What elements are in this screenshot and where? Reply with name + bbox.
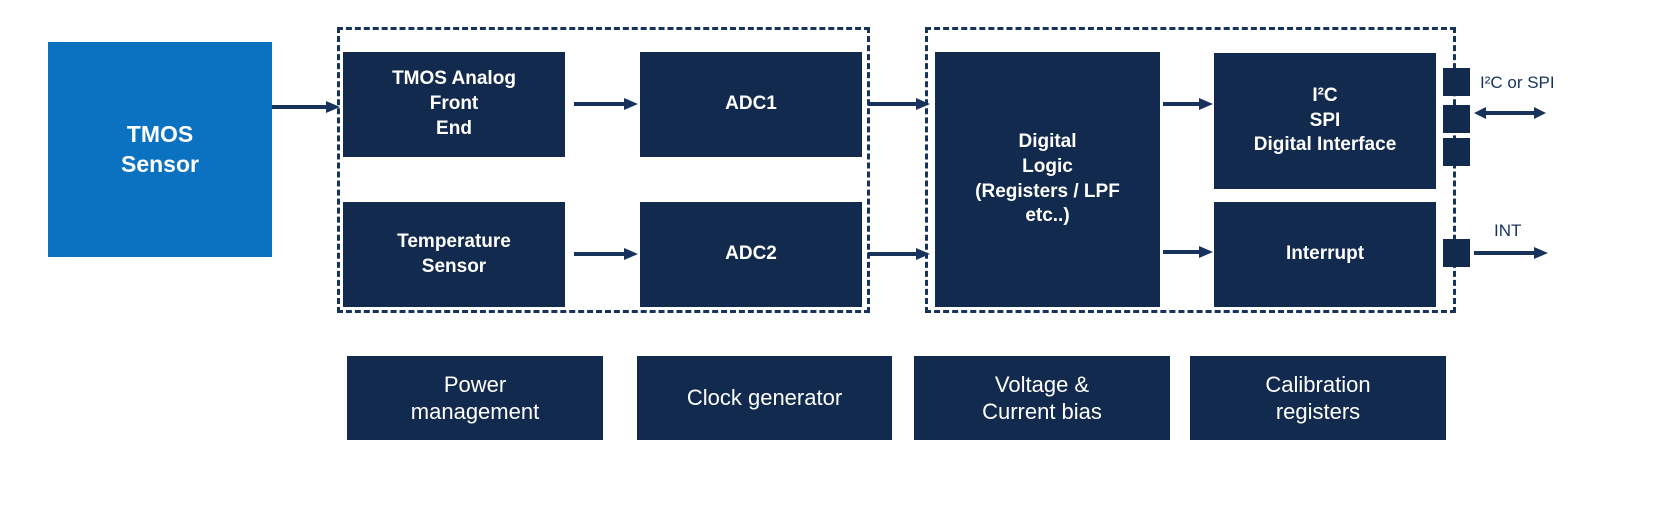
voltage-current-bias-label: Voltage & Current bias bbox=[982, 371, 1102, 425]
adc1-block: ADC1 bbox=[640, 52, 862, 157]
tmos-analog-front-end-label: TMOS Analog Front End bbox=[392, 68, 516, 139]
arrow-right-icon bbox=[1474, 247, 1548, 259]
power-management-block: Power management bbox=[347, 356, 603, 440]
arrow-double-icon bbox=[1474, 107, 1546, 119]
arrow-right-icon bbox=[868, 98, 930, 110]
adc2-label: ADC2 bbox=[725, 243, 777, 265]
temperature-sensor-label: Temperature Sensor bbox=[397, 230, 511, 277]
interrupt-label: Interrupt bbox=[1285, 243, 1365, 265]
arrow-right-icon bbox=[574, 98, 638, 110]
tmos-sensor-block: TMOS Sensor bbox=[48, 42, 272, 257]
clock-generator-block: Clock generator bbox=[637, 356, 892, 440]
digital-logic-block: Digital Logic (Registers / LPF etc..) bbox=[935, 52, 1160, 307]
i2c-spi-pin-icon bbox=[1443, 105, 1470, 133]
tmos-analog-front-end-block: TMOS Analog Front End bbox=[343, 52, 565, 157]
arrow-right-icon bbox=[1163, 246, 1213, 258]
digital-logic-label: Digital Logic (Registers / LPF etc..) bbox=[975, 131, 1120, 227]
voltage-current-bias-block: Voltage & Current bias bbox=[914, 356, 1170, 440]
arrow-right-icon bbox=[272, 101, 340, 113]
digital-interface-block: I²C SPI Digital Interface bbox=[1214, 53, 1436, 189]
interrupt-block: Interrupt bbox=[1214, 202, 1436, 307]
i2c-or-spi-label: I²C or SPI bbox=[1480, 73, 1555, 92]
arrow-right-icon bbox=[574, 248, 638, 260]
digital-section-dashed-border bbox=[925, 27, 1456, 313]
calibration-registers-label: Calibration registers bbox=[1265, 371, 1371, 425]
int-label: INT bbox=[1494, 221, 1522, 240]
int-pin-icon bbox=[1443, 239, 1470, 267]
adc2-block: ADC2 bbox=[640, 202, 862, 307]
i2c-spi-pin-icon bbox=[1443, 138, 1470, 166]
power-management-label: Power management bbox=[410, 371, 540, 425]
adc1-label: ADC1 bbox=[725, 93, 777, 115]
i2c-spi-pin-icon bbox=[1443, 68, 1470, 96]
analog-section-dashed-border bbox=[337, 27, 870, 313]
digital-interface-label: I²C SPI Digital Interface bbox=[1253, 84, 1397, 156]
arrow-right-icon bbox=[868, 248, 930, 260]
clock-generator-label: Clock generator bbox=[686, 385, 843, 411]
tmos-sensor-label: TMOS Sensor bbox=[121, 120, 199, 177]
temperature-sensor-block: Temperature Sensor bbox=[343, 202, 565, 307]
arrow-right-icon bbox=[1163, 98, 1213, 110]
calibration-registers-block: Calibration registers bbox=[1190, 356, 1446, 440]
